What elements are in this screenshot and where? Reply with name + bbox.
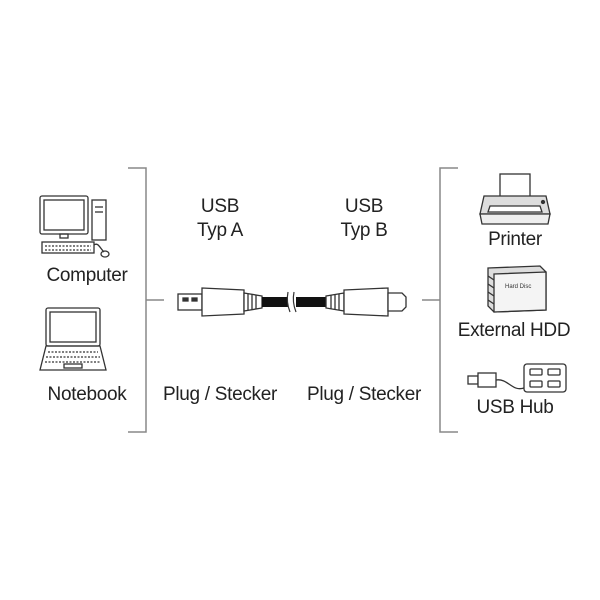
usb-b-line2: Typ B (340, 220, 388, 241)
usb-a-line1: USB (200, 196, 240, 217)
computer-label: Computer (46, 265, 128, 286)
usb-type-a-plug (177, 287, 263, 317)
plug-a-label: Plug / Stecker (162, 384, 278, 405)
external-hdd-icon (487, 265, 547, 313)
computer-icon (39, 195, 110, 258)
usb-cable (262, 291, 326, 313)
right-bracket (439, 167, 458, 433)
usb-type-b-plug (325, 287, 407, 317)
hdd-icon-brand-text: Hard Disc (505, 284, 531, 290)
usb-b-line1: USB (344, 196, 384, 217)
printer-label: Printer (488, 229, 542, 250)
plug-b-label: Plug / Stecker (306, 384, 422, 405)
external-hdd-label: External HDD (457, 320, 571, 341)
notebook-icon (39, 307, 107, 371)
notebook-label: Notebook (47, 384, 127, 405)
usb-a-line2: Typ A (196, 220, 244, 241)
usb-hub-icon (467, 363, 567, 393)
usb-hub-label: USB Hub (476, 397, 554, 418)
printer-icon (479, 173, 551, 225)
